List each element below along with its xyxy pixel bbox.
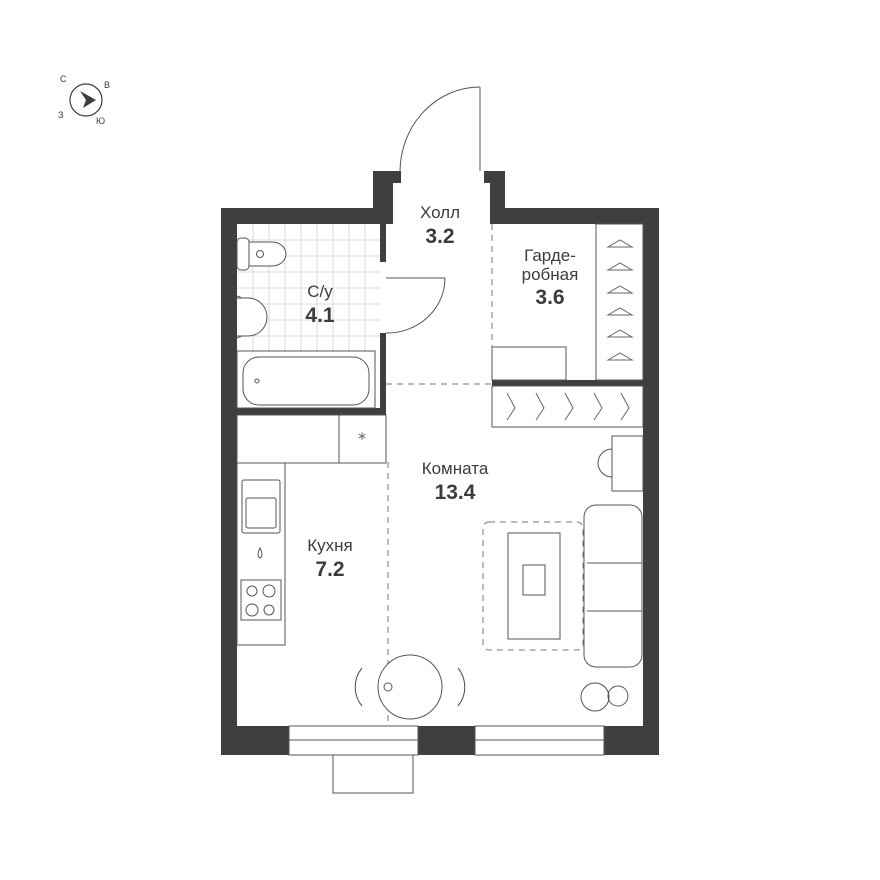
entrance-door-icon <box>399 86 481 172</box>
kitchen-sink-icon <box>241 479 281 534</box>
side-table-icon <box>597 435 644 492</box>
sofa-icon <box>583 504 643 668</box>
room-label-bathroom: С/у 4.1 <box>285 282 355 327</box>
room-area: 7.2 <box>315 557 345 581</box>
laptop-icon <box>522 564 546 596</box>
fixtures: * <box>236 86 644 794</box>
room-label-wardrobe: Гарде- робная 3.6 <box>505 246 595 310</box>
plant-icon <box>580 682 629 712</box>
wardrobe-rack <box>491 223 644 428</box>
room-name-line1: Гарде- <box>524 246 576 265</box>
kitchen-counter <box>236 462 286 646</box>
room-label-hall: Холл 3.2 <box>400 203 480 248</box>
room-name-line2: робная <box>521 264 579 284</box>
room-area: 3.2 <box>425 224 455 248</box>
compass-icon <box>69 83 103 117</box>
compass-south: Ю <box>96 116 106 126</box>
dining-table-icon <box>354 654 466 720</box>
compass-north: С <box>60 74 67 84</box>
room-label-room: Комната 13.4 <box>405 459 505 504</box>
room-area: 13.4 <box>434 480 476 504</box>
compass-east: В <box>104 80 111 90</box>
bathroom-sink-icon <box>236 295 268 339</box>
balcony <box>332 754 414 794</box>
svg-text:*: * <box>358 429 366 448</box>
room-name: Комната <box>421 459 489 478</box>
room-label-kitchen: Кухня 7.2 <box>290 536 370 581</box>
room-area: 3.6 <box>535 286 565 310</box>
toilet-icon <box>236 237 287 271</box>
bathroom-door-icon <box>385 277 446 334</box>
compass-west: З <box>58 110 64 120</box>
bathtub-icon <box>236 350 376 409</box>
kitchen-cabinet: * <box>236 414 387 464</box>
room-name: Холл <box>419 203 461 222</box>
room-name: Кухня <box>307 536 353 555</box>
room-name: С/у <box>307 282 333 301</box>
hanger-icons <box>506 239 634 421</box>
room-area: 4.1 <box>305 303 335 327</box>
walls <box>221 171 659 755</box>
windows <box>288 725 605 794</box>
desk-icon <box>507 532 561 640</box>
